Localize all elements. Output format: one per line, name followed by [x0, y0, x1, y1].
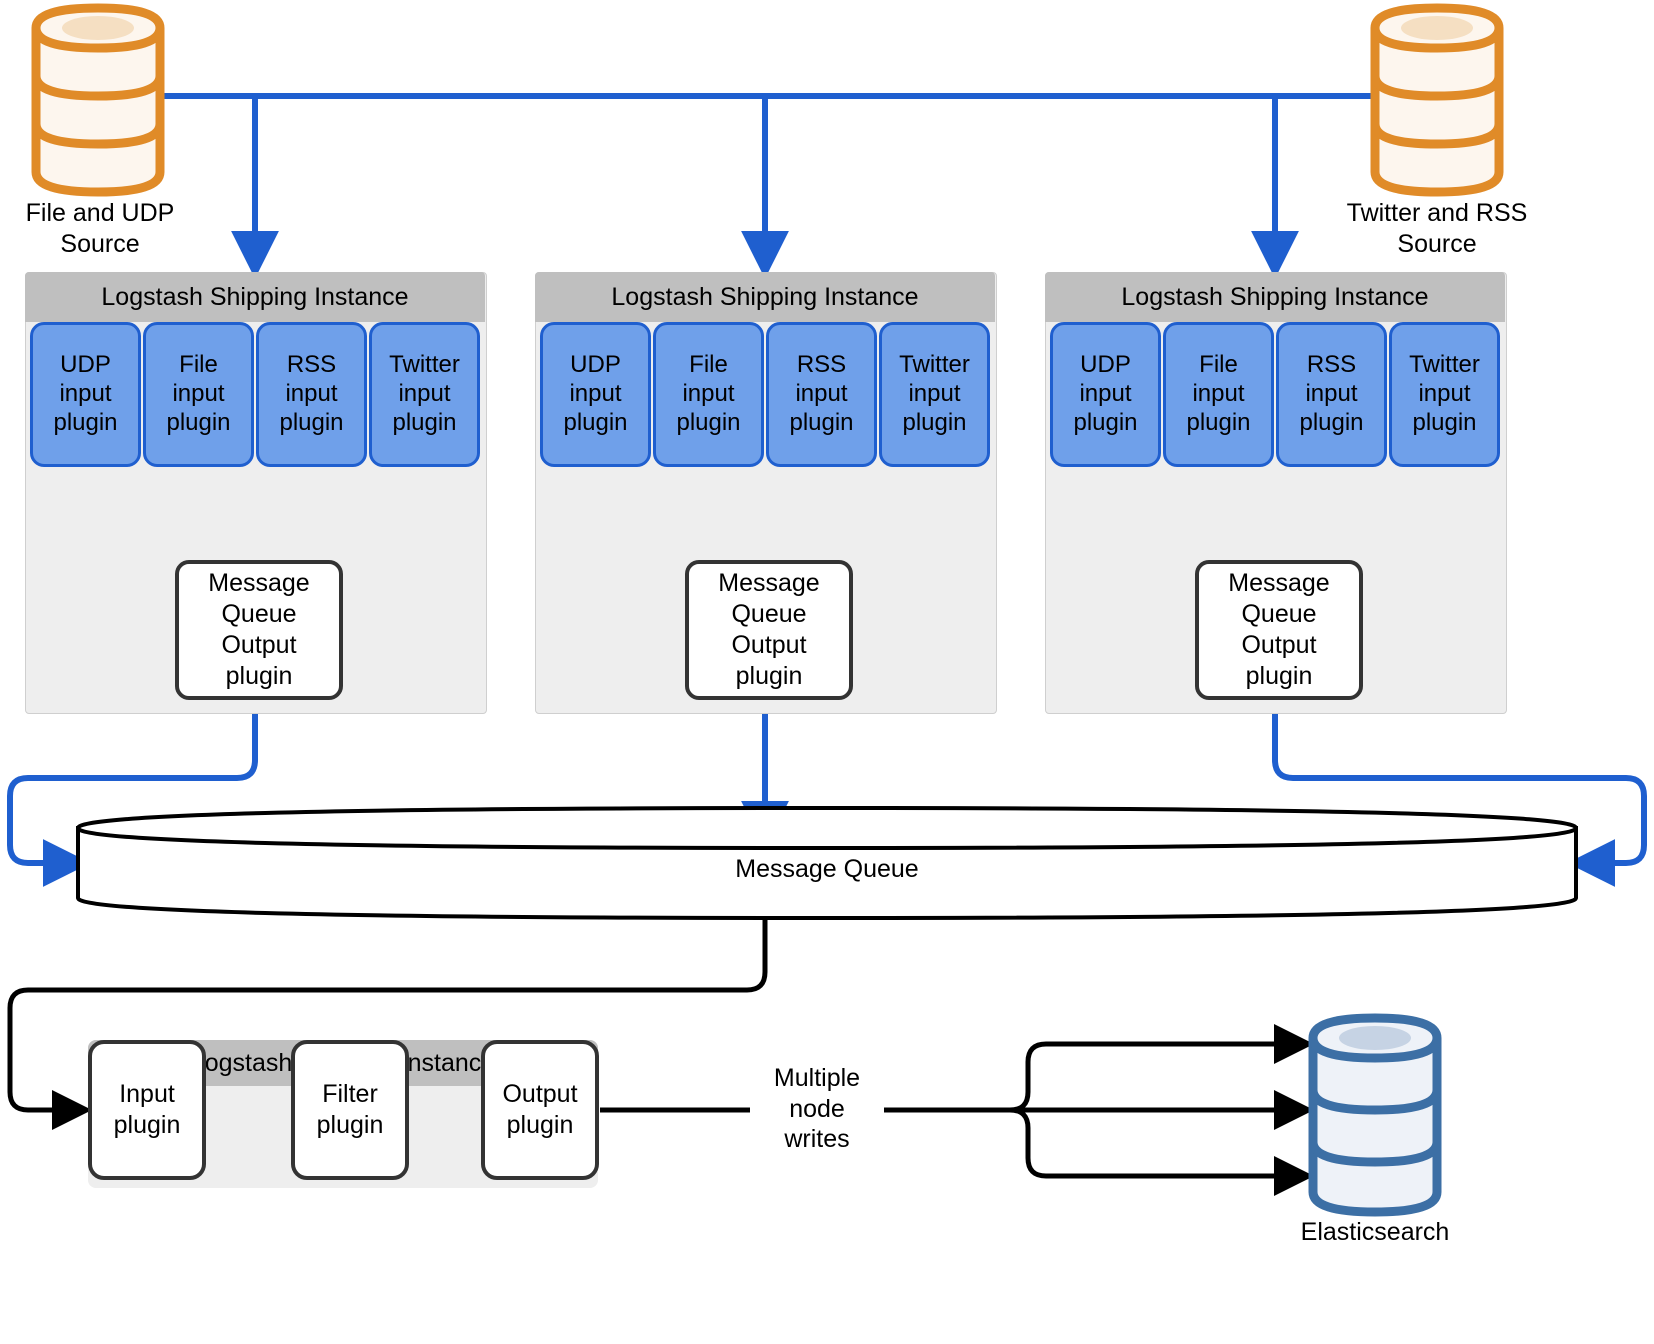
- logstash-shipping-instance-1: Logstash Shipping Instance UDP input plu…: [25, 272, 487, 714]
- message-queue-output-plugin[interactable]: Message Queue Output plugin: [1195, 560, 1363, 700]
- udp-input-plugin[interactable]: UDP input plugin: [540, 322, 651, 467]
- indexer-filter-plugin[interactable]: Filter plugin: [291, 1040, 409, 1180]
- indexer-to-elasticsearch: [600, 1024, 1314, 1196]
- udp-input-plugin[interactable]: UDP input plugin: [30, 322, 141, 467]
- file-udp-source-line1: File and UDP: [25, 199, 175, 227]
- mqout-left-route: [7, 700, 258, 887]
- message-queue-output-plugin[interactable]: Message Queue Output plugin: [175, 560, 343, 700]
- panel-header: Logstash Shipping Instance: [535, 272, 995, 322]
- twitter-input-plugin[interactable]: Twitter input plugin: [1389, 322, 1500, 467]
- source-bus: [150, 93, 1374, 279]
- panel-header: Logstash Shipping Instance: [1045, 272, 1505, 322]
- logstash-shipping-instance-2: Logstash Shipping Instance UDP input plu…: [535, 272, 997, 714]
- file-input-plugin[interactable]: File input plugin: [653, 322, 764, 467]
- elasticsearch-icon: [1308, 1013, 1442, 1217]
- twitter-input-plugin[interactable]: Twitter input plugin: [369, 322, 480, 467]
- rss-input-plugin[interactable]: RSS input plugin: [256, 322, 367, 467]
- rss-input-plugin[interactable]: RSS input plugin: [766, 322, 877, 467]
- multiple-node-writes-label: Multiple node writes: [773, 1064, 861, 1153]
- file-input-plugin[interactable]: File input plugin: [143, 322, 254, 467]
- file-input-plugin[interactable]: File input plugin: [1163, 322, 1274, 467]
- elasticsearch-label: Elasticsearch: [1300, 1218, 1450, 1246]
- message-queue-label: Message Queue: [735, 855, 919, 883]
- twitter-rss-source-icon: [1370, 3, 1504, 197]
- mqout-right-route: [1272, 700, 1647, 887]
- twitter-rss-source-line1: Twitter and RSS: [1346, 199, 1528, 227]
- twitter-input-plugin[interactable]: Twitter input plugin: [879, 322, 990, 467]
- udp-input-plugin[interactable]: UDP input plugin: [1050, 322, 1161, 467]
- file-udp-source-icon: [31, 3, 165, 197]
- input-plugin-row: UDP input plugin File input plugin RSS i…: [30, 322, 480, 467]
- twitter-rss-source-label: Twitter and RSS Source: [1337, 198, 1537, 259]
- panel-header: Logstash Shipping Instance: [25, 272, 485, 322]
- twitter-rss-source-line2: Source: [1397, 229, 1477, 258]
- input-plugin-row: UDP input plugin File input plugin RSS i…: [1050, 322, 1500, 467]
- message-queue-output-plugin[interactable]: Message Queue Output plugin: [685, 560, 853, 700]
- file-udp-source-line2: Source: [60, 229, 140, 258]
- indexer-input-plugin[interactable]: Input plugin: [88, 1040, 206, 1180]
- input-plugin-row: UDP input plugin File input plugin RSS i…: [540, 322, 990, 467]
- indexer-output-plugin[interactable]: Output plugin: [481, 1040, 599, 1180]
- logstash-shipping-instance-3: Logstash Shipping Instance UDP input plu…: [1045, 272, 1507, 714]
- file-udp-source-label: File and UDP Source: [0, 198, 200, 259]
- rss-input-plugin[interactable]: RSS input plugin: [1276, 322, 1387, 467]
